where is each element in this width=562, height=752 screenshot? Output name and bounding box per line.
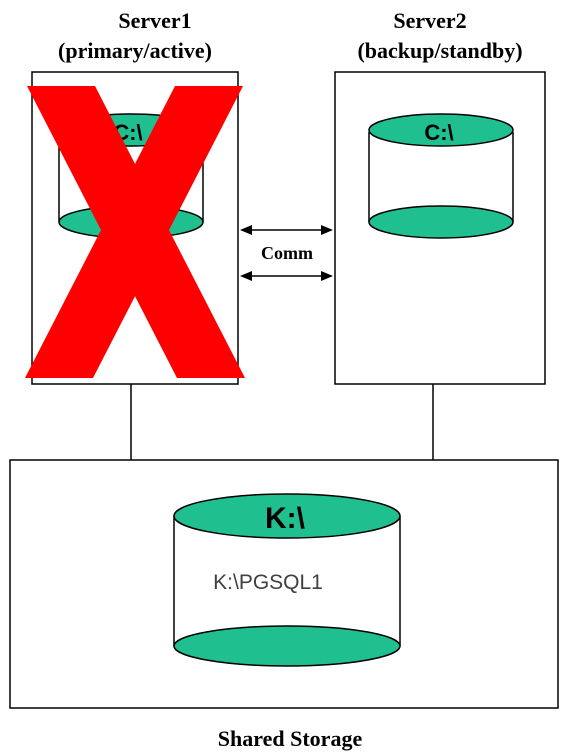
- server2-disk-top: [368, 113, 514, 147]
- comm-link: Comm: [240, 225, 333, 281]
- comm-label: Comm: [261, 243, 313, 263]
- shared-disk-label: K:\: [265, 502, 306, 535]
- failure-cross-icon: [25, 86, 245, 378]
- server2-name: Server2: [393, 8, 466, 33]
- shared-storage-caption: Shared Storage: [218, 726, 363, 751]
- server2-role: (backup/standby): [357, 38, 522, 63]
- server2-disk-label: C:\: [424, 120, 453, 145]
- server1-role: (primary/active): [58, 38, 212, 63]
- shared-disk-top: [173, 493, 401, 539]
- shared-disk: K:\ K:\PGSQL1: [173, 493, 401, 667]
- server2-disk-bottom: [368, 205, 514, 239]
- server1-name: Server1: [118, 8, 191, 33]
- shared-volume-path: K:\PGSQL1: [213, 571, 323, 594]
- shared-disk-bottom: [173, 625, 401, 667]
- shared-storage: K:\ K:\PGSQL1: [9, 459, 559, 709]
- server2-node: C:\: [334, 71, 546, 385]
- server2-disk: C:\: [368, 113, 514, 239]
